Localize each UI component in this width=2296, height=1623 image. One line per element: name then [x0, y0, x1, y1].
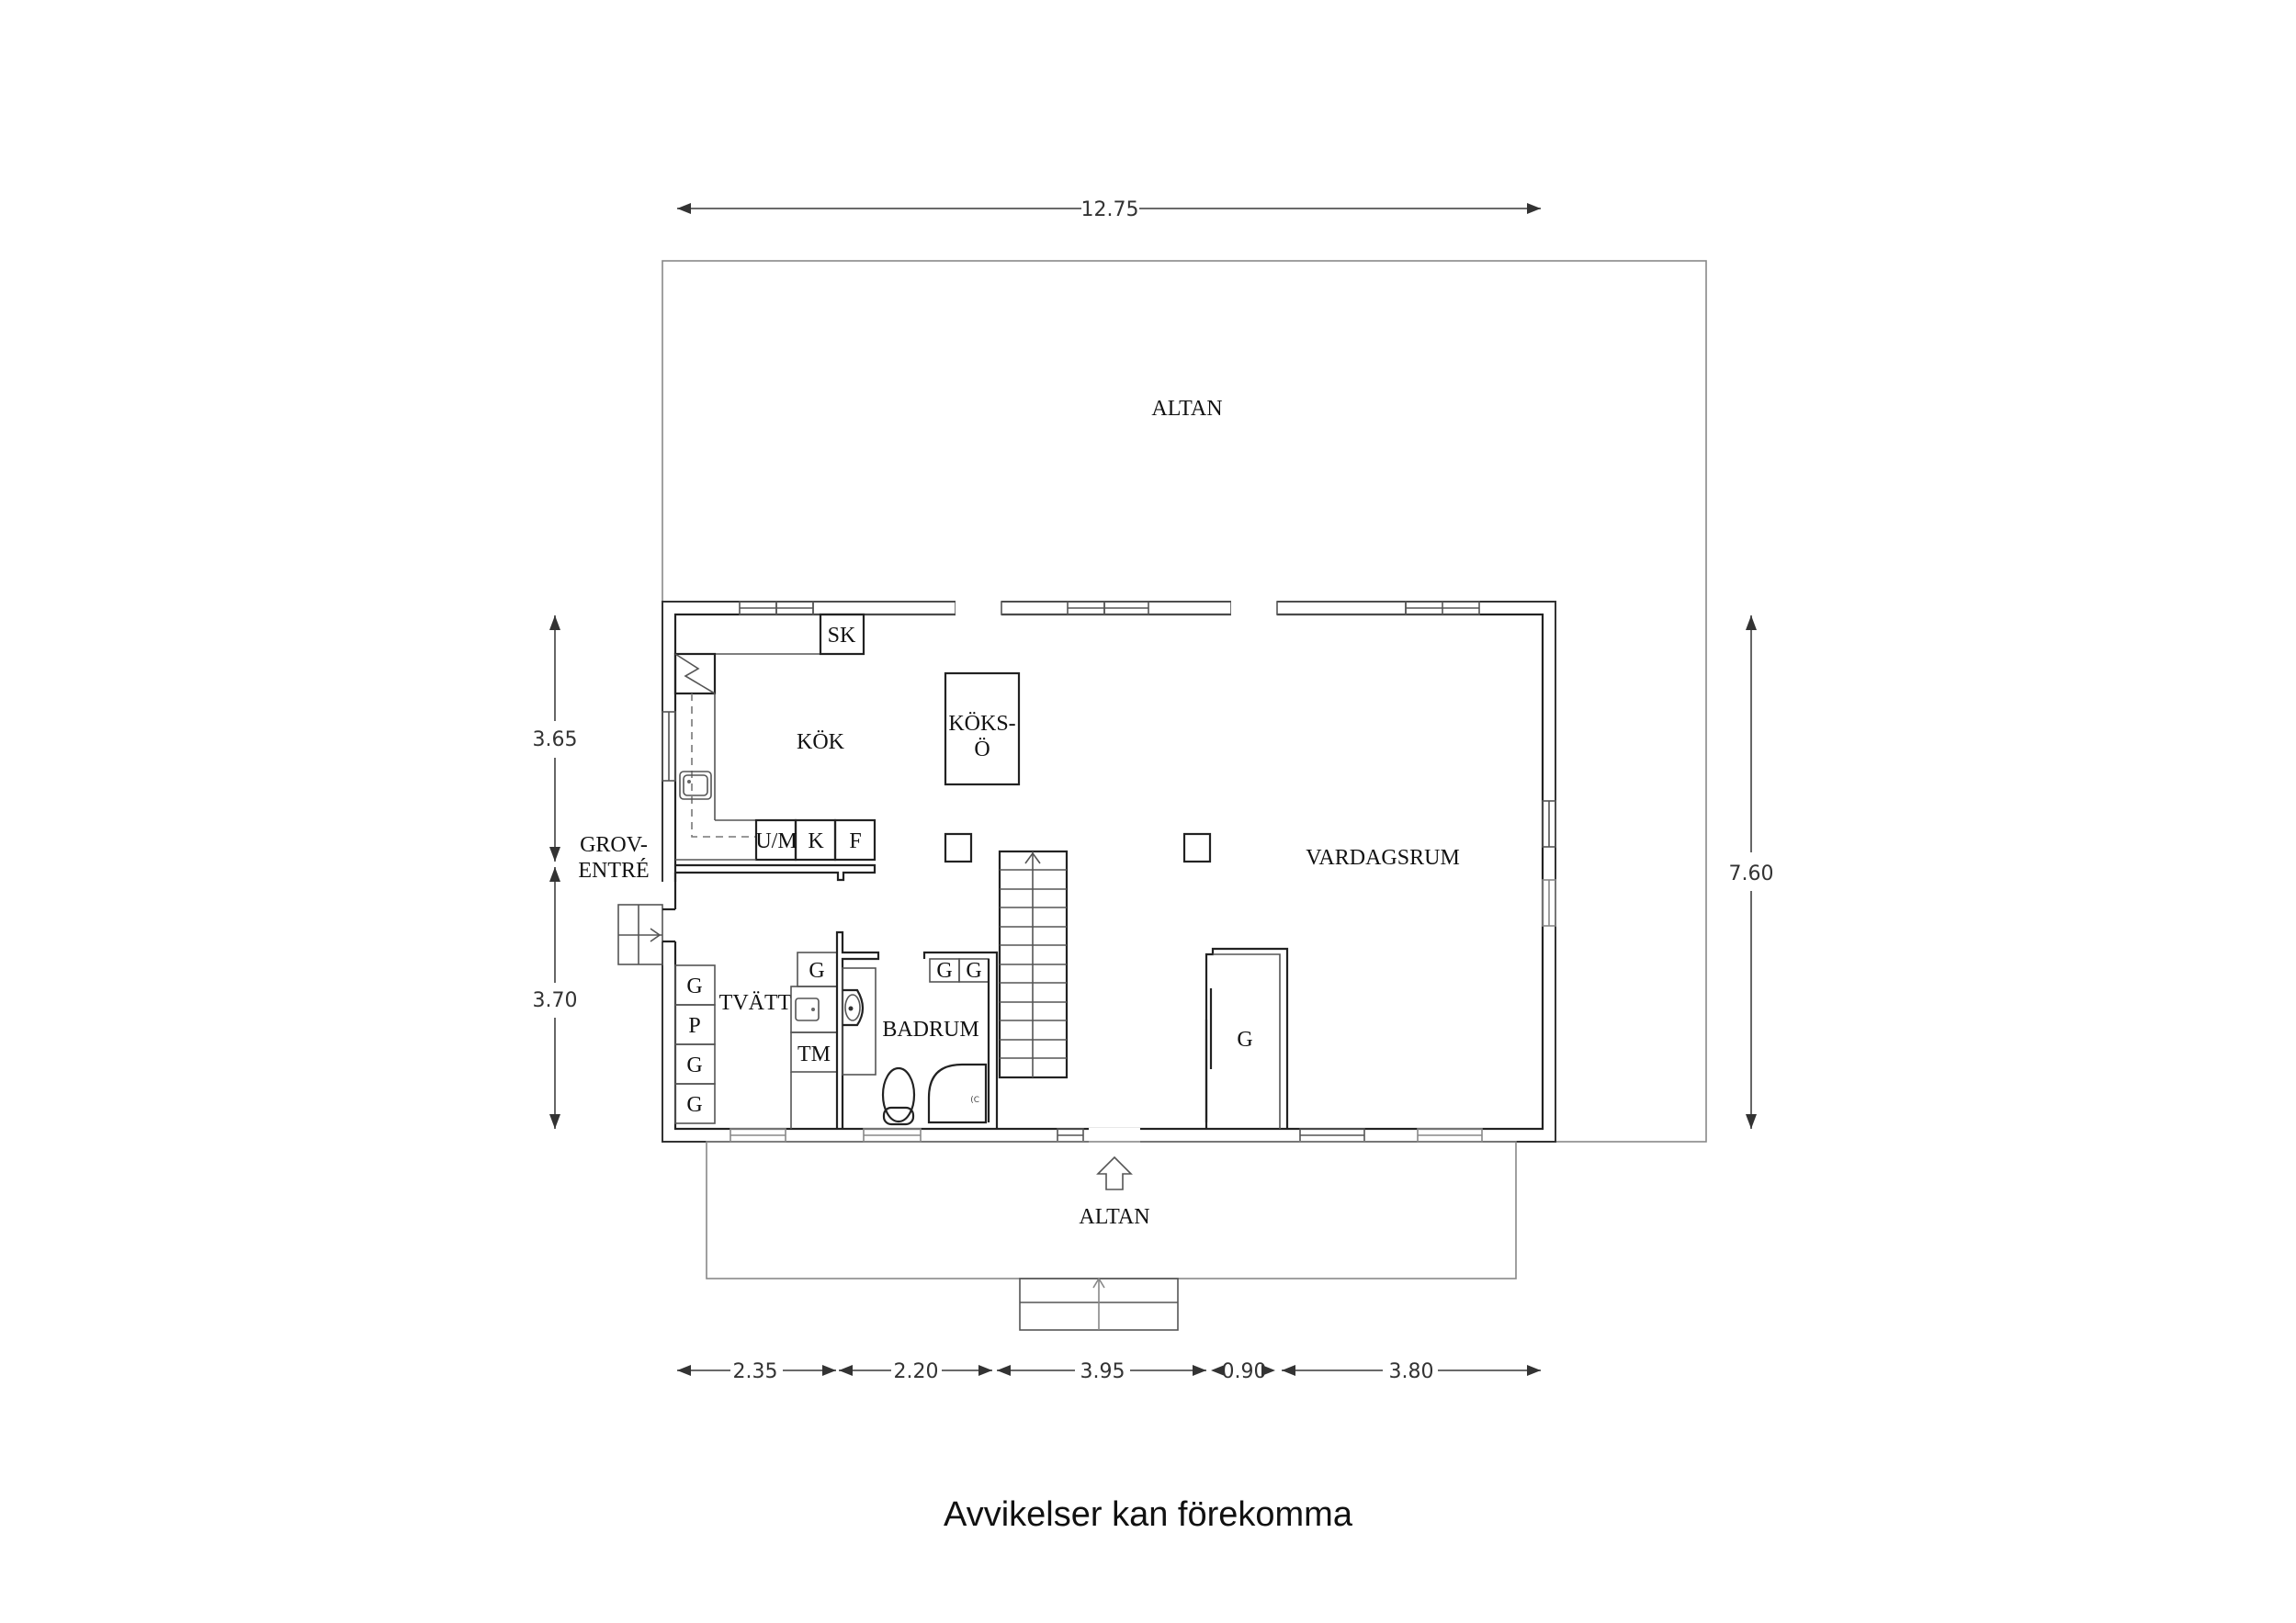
windows-top-wall: [739, 601, 1480, 616]
room-label-badrum: BADRUM: [882, 1018, 978, 1042]
fixture-sk: SK: [828, 624, 856, 648]
fixture-badrum-g2: G: [966, 959, 981, 983]
dimension-label-bottom-4: 0.90: [1222, 1360, 1267, 1383]
dimension-right-total: 7.60: [1729, 615, 1774, 1129]
room-label-tvatt: TVÄTT: [719, 991, 792, 1015]
interior-wall-tvatt-badrum: [835, 930, 880, 1129]
window-left-kitchen: [662, 711, 676, 782]
fixture-tvatt-p: P: [688, 1014, 700, 1038]
dimension-left-lower: 3.70: [533, 867, 578, 1129]
disclaimer-caption: Avvikelser kan förekomma: [944, 1495, 1352, 1534]
dimension-label-bottom-3: 3.95: [1080, 1360, 1125, 1383]
interior-wall-kitchen-entre: [675, 863, 877, 882]
room-label-kok: KÖK: [797, 730, 845, 754]
svg-text:(C: (C: [970, 1096, 979, 1105]
pillar-right: [1182, 832, 1212, 863]
room-label-altan-bottom: ALTAN: [1079, 1205, 1149, 1229]
dimension-label-top: 12.75: [1081, 198, 1139, 221]
dimension-label-left-upper: 3.65: [533, 728, 578, 751]
room-label-grov-entre-1: GROV-: [580, 833, 648, 857]
entry-step-left: [617, 873, 678, 965]
dimension-label-bottom-1: 2.35: [733, 1360, 778, 1383]
windows-right-wall: [1542, 800, 1556, 927]
fixture-badrum-g1: G: [936, 959, 952, 983]
laundry-cabinets: G P G G: [674, 964, 716, 1124]
dimension-top-total: 12.75: [677, 198, 1541, 221]
room-label-grov-entre-2: ENTRÉ: [578, 859, 649, 883]
front-steps: [1019, 1277, 1179, 1331]
dimension-bottom-chain: 2.35 2.20 3.95 0.90 3.80: [677, 1360, 1541, 1383]
kitchen-counters: SK U/M K F: [673, 613, 877, 862]
dimension-label-bottom-2: 2.20: [894, 1360, 939, 1383]
room-label-vardagsrum: VARDAGSRUM: [1306, 846, 1460, 870]
dimension-label-bottom-5: 3.80: [1389, 1360, 1434, 1383]
room-label-koks-o-2: Ö: [974, 738, 990, 761]
kitchen-island: KÖKS- Ö: [944, 671, 1021, 786]
dimension-label-left-lower: 3.70: [533, 989, 578, 1012]
fixture-tvatt-g3: G: [686, 1093, 702, 1117]
room-label-altan-top: ALTAN: [1151, 397, 1222, 421]
fixture-um: U/M: [755, 829, 797, 853]
closet-g: G: [1205, 947, 1289, 1129]
fixture-k: K: [808, 829, 824, 853]
dimension-label-right: 7.60: [1729, 862, 1774, 885]
fixture-f: F: [849, 829, 861, 853]
fixture-tvatt-g-top: G: [809, 959, 824, 983]
staircase[interactable]: [998, 850, 1069, 1079]
room-label-koks-o-1: KÖKS-: [948, 712, 1015, 736]
pillar-left: [944, 832, 973, 863]
fixture-tm: TM: [797, 1043, 831, 1066]
fixture-tvatt-g1: G: [686, 975, 702, 998]
dimension-left-upper: 3.65: [533, 615, 578, 862]
fixture-closet-g: G: [1237, 1028, 1252, 1052]
entrance-arrow-icon: [1096, 1155, 1133, 1190]
stair-up-arrow-icon: [1024, 851, 1041, 864]
bathroom-fixtures: (C G G: [842, 951, 999, 1129]
fixture-tvatt-g2: G: [686, 1054, 702, 1077]
